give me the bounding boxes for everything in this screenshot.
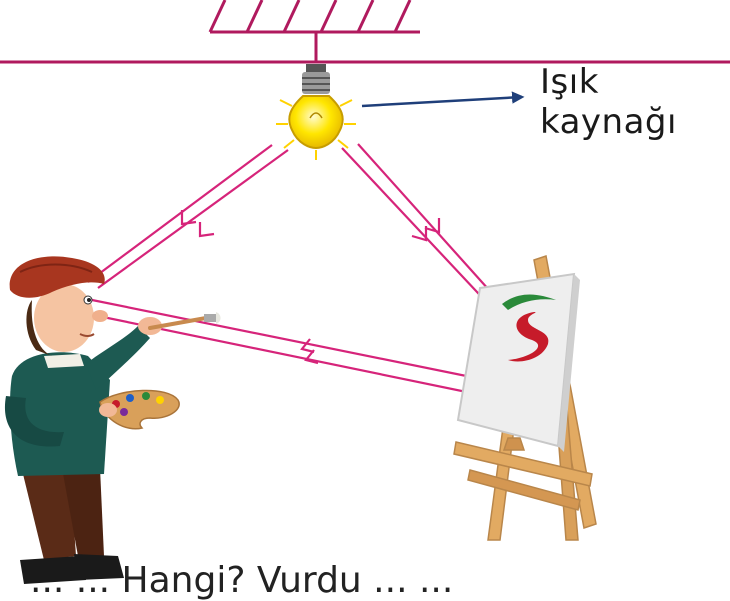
ray-bulb-to-canvas-2: [357, 143, 499, 301]
ceiling-hatch-icon: [208, 0, 412, 33]
ray-canvas-to-eye-1: [91, 298, 487, 382]
light-source-label: Işık kaynağı: [540, 62, 677, 142]
painter-face: [34, 284, 94, 352]
light-rays: [87, 143, 499, 398]
arrow-right-icon: [361, 91, 525, 108]
ray-canvas-to-eye-2: [97, 314, 487, 398]
ray-bulb-to-canvas-1: [341, 147, 493, 309]
paintbrush-icon: [148, 312, 221, 330]
ray-bulb-to-eye-1: [87, 144, 273, 283]
paint-stroke-red: [508, 312, 549, 362]
palette-icon: [99, 389, 180, 430]
bottom-cutoff-text: ... ... Hangi? Vurdu ... ...: [30, 560, 454, 601]
ray-bulb-to-eye-2: [97, 149, 289, 289]
light-bulb-icon: [276, 64, 356, 160]
light-glow-rays: [276, 99, 356, 160]
ceiling: [0, 0, 730, 64]
light-reflection-diagram: [0, 0, 730, 584]
painter-figure: [4, 256, 162, 584]
paint-stroke-green: [502, 294, 556, 310]
canvas-painting-icon: [456, 272, 580, 452]
ray-direction-arrows: [180, 210, 441, 365]
